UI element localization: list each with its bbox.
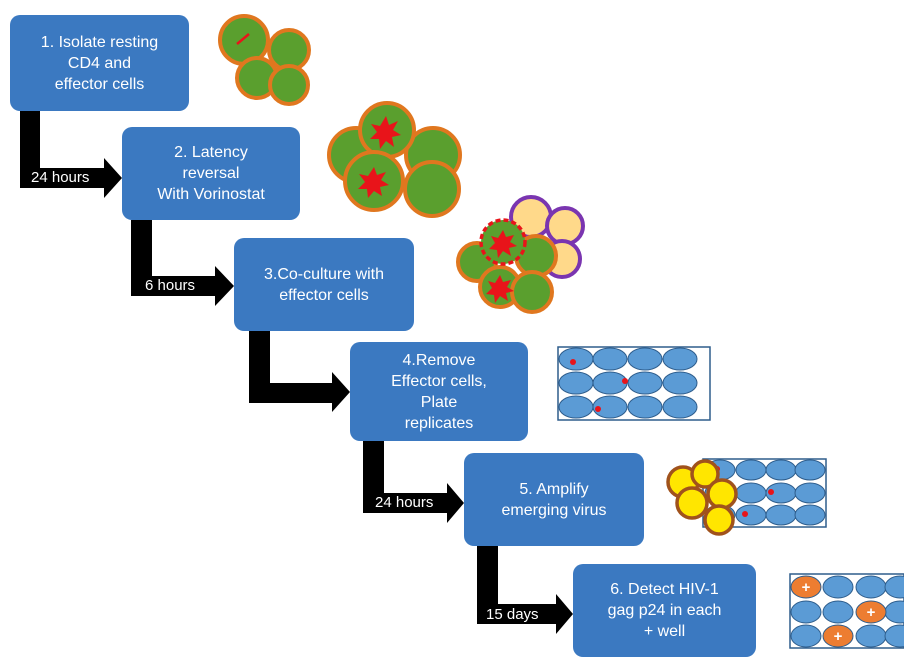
cell-cluster-3 bbox=[456, 195, 585, 314]
step-2-line-3: With Vorinostat bbox=[157, 186, 265, 203]
step-4-line-2: Effector cells, bbox=[391, 372, 487, 390]
arrow-label-6-hours: 6 hours bbox=[145, 277, 196, 294]
arrow-5 bbox=[477, 545, 573, 634]
step-6-line-1: 6. Detect HIV-1 bbox=[610, 581, 719, 598]
virus-burst-icon bbox=[489, 230, 517, 258]
positive-well-plus: + bbox=[867, 604, 876, 621]
latent-virus-mark bbox=[236, 33, 250, 45]
cell-cluster-1 bbox=[218, 14, 311, 106]
step-1-line-2: CD4 and bbox=[67, 54, 132, 72]
arrow-4 bbox=[363, 440, 464, 523]
arrow-1 bbox=[20, 110, 122, 198]
positive-well-plus: + bbox=[834, 628, 843, 645]
step-3-line-2: effector cells bbox=[279, 286, 369, 304]
amplification-plate bbox=[666, 458, 827, 536]
arrow-label-24-hours-1: 24 hours bbox=[31, 169, 90, 186]
step-2-line-1: 2. Latency bbox=[174, 144, 248, 161]
virus-burst-icon bbox=[486, 275, 514, 303]
step-6-line-2: gag p24 in each bbox=[607, 602, 722, 619]
arrow-label-24-hours-2: 24 hours bbox=[375, 494, 434, 511]
step-3-box: 3.Co-culture with effector cells bbox=[234, 238, 414, 331]
step-5-line-1: 5. Amplify bbox=[519, 480, 589, 498]
arrow-label-15-days: 15 days bbox=[486, 606, 539, 623]
step-6-box: 6. Detect HIV-1 gag p24 in each + well bbox=[573, 564, 756, 657]
step-4-box: 4.Remove Effector cells, Plate replicate… bbox=[350, 342, 528, 441]
positive-well bbox=[822, 624, 854, 648]
virus-burst-icon bbox=[358, 167, 389, 198]
step-6-line-3: + well bbox=[643, 623, 686, 640]
positive-well bbox=[790, 575, 822, 599]
positive-well bbox=[855, 600, 887, 624]
step-2-line-2: reversal bbox=[182, 165, 240, 182]
arrow-3 bbox=[249, 330, 350, 412]
replicate-plate bbox=[557, 346, 711, 421]
step-5-box: 5. Amplify emerging virus bbox=[464, 453, 644, 546]
detection-plate: + + + bbox=[789, 573, 904, 649]
step-4-line-1: 4.Remove bbox=[402, 351, 476, 369]
step-4-line-3: Plate bbox=[420, 393, 458, 411]
step-3-line-1: 3.Co-culture with bbox=[263, 265, 385, 283]
step-1-line-3: effector cells bbox=[54, 75, 145, 93]
step-1-line-1: 1. Isolate resting bbox=[40, 33, 159, 51]
positive-well-plus: + bbox=[802, 579, 811, 596]
virus-burst-icon bbox=[370, 116, 401, 149]
cell-cluster-2 bbox=[327, 101, 462, 218]
step-5-line-2: emerging virus bbox=[501, 501, 607, 519]
arrow-2 bbox=[131, 220, 234, 306]
step-4-line-4: replicates bbox=[404, 414, 474, 432]
step-1-box: 1. Isolate resting CD4 and effector cell… bbox=[10, 15, 189, 111]
step-2-box: 2. Latency reversal With Vorinostat bbox=[122, 127, 300, 220]
